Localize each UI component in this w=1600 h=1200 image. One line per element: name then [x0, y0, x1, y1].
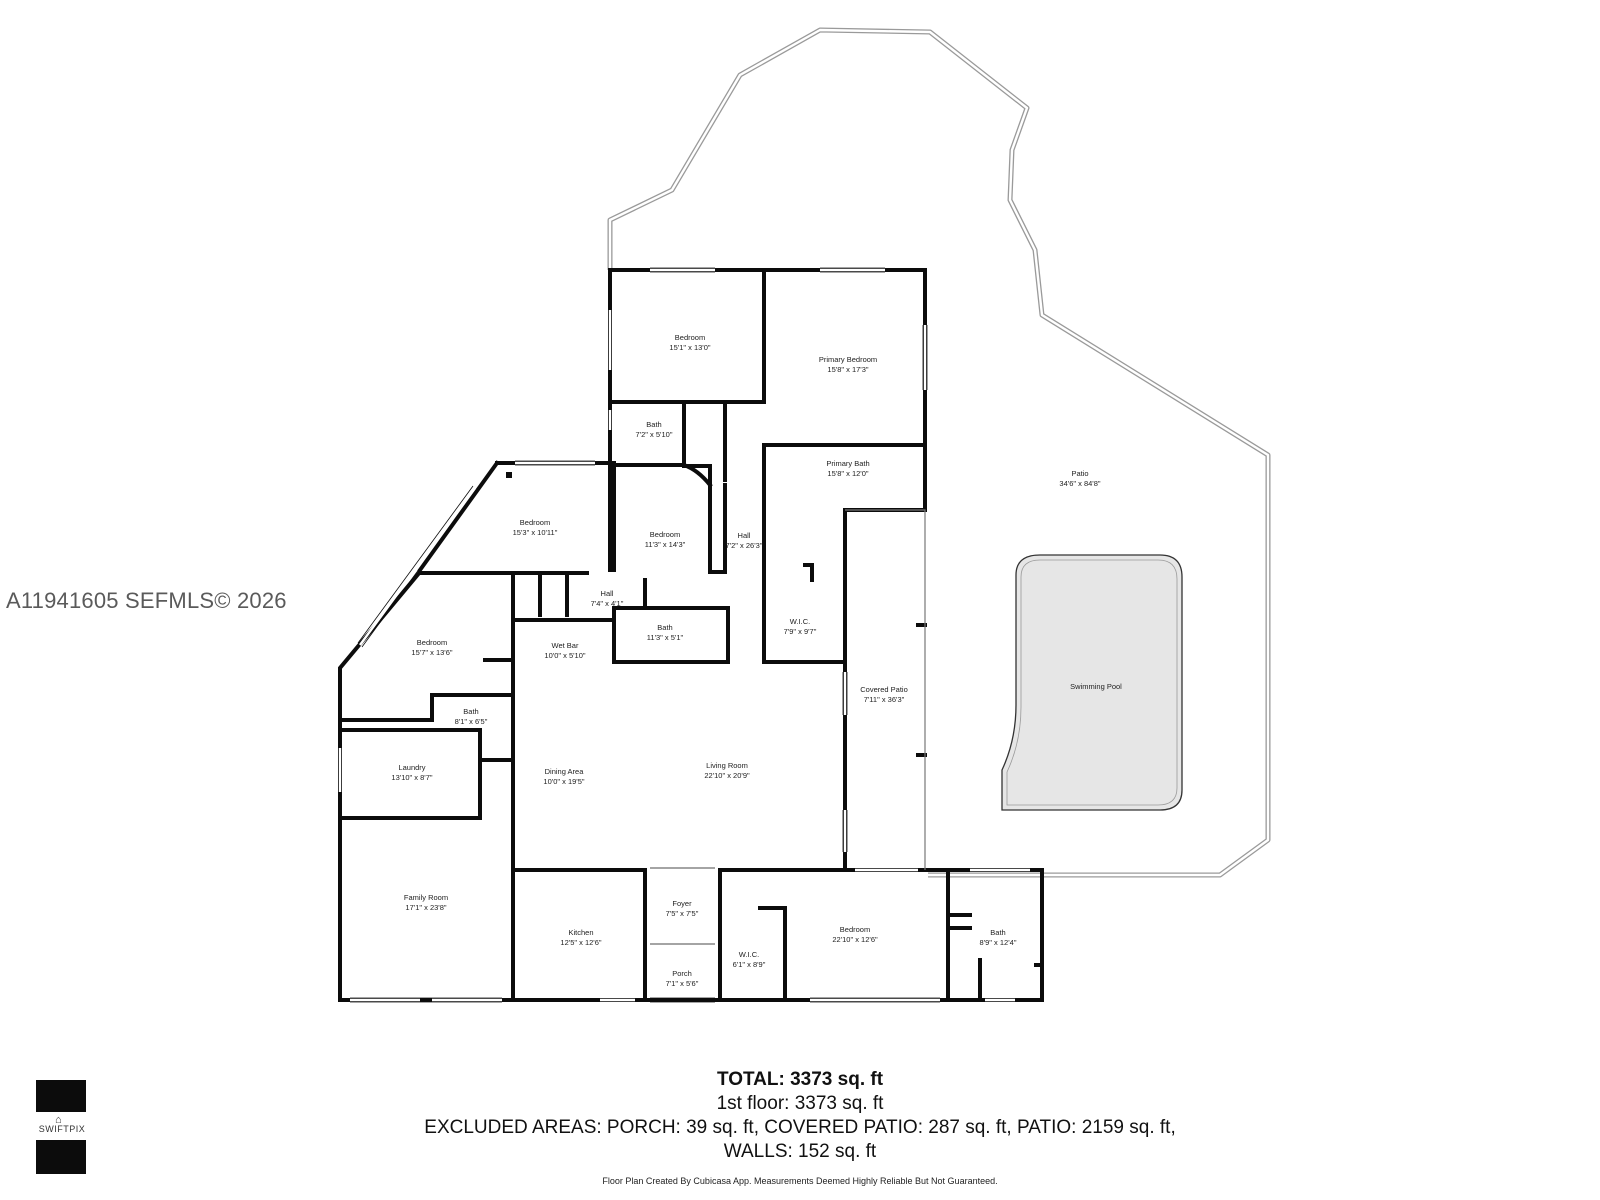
watermark: A11941605 SEFMLS© 2026	[6, 588, 287, 613]
room-dims-dining-area: 10'0" x 19'5"	[543, 777, 584, 786]
room-dims-bedroom-1: 15'1" x 13'0"	[669, 343, 710, 352]
room-dims-foyer: 7'5" x 7'5"	[666, 909, 699, 918]
room-dims-bedroom-3: 11'3" x 14'3"	[645, 540, 686, 549]
room-dims-bath-3: 8'1" x 6'5"	[455, 717, 488, 726]
room-name-kitchen: Kitchen	[568, 928, 593, 937]
swimming-pool-shape	[1001, 554, 1183, 811]
logo-block-top	[36, 1080, 86, 1112]
area-summary: TOTAL: 3373 sq. ft 1st floor: 3373 sq. f…	[0, 1068, 1600, 1164]
room-name-wet-bar: Wet Bar	[552, 641, 579, 650]
room-name-living-room: Living Room	[706, 761, 748, 770]
room-name-bedroom-4: Bedroom	[417, 638, 447, 647]
room-name-bath-3: Bath	[463, 707, 478, 716]
room-dims-bedroom-5: 22'10" x 12'6"	[832, 935, 878, 944]
room-name-porch: Porch	[672, 969, 692, 978]
logo-block-bottom	[36, 1140, 86, 1174]
total-area: TOTAL: 3373 sq. ft	[716, 1069, 884, 1090]
room-dims-primary-bath: 15'8" x 12'0"	[827, 469, 868, 478]
room-name-bedroom-5: Bedroom	[840, 925, 870, 934]
house-lock-icon: ⌂	[55, 1114, 62, 1126]
room-dims-wet-bar: 10'0" x 5'10"	[544, 651, 585, 660]
room-dims-bath-4: 8'9" x 12'4"	[980, 938, 1017, 947]
swiftpix-logo: ⌂ SWIFTPIX	[34, 1114, 90, 1137]
room-dims-laundry: 13'10" x 8'7"	[391, 773, 432, 782]
room-name-bedroom-3: Bedroom	[650, 530, 680, 539]
room-dims-bedroom-2: 15'3" x 10'11"	[513, 528, 558, 537]
room-name-family-room: Family Room	[404, 893, 448, 902]
room-name-hall-2: Hall	[601, 589, 614, 598]
room-dims-covered-patio: 7'11" x 36'3"	[864, 695, 905, 704]
room-dims-living-room: 22'10" x 20'9"	[704, 771, 750, 780]
logo-text: SWIFTPIX	[38, 1124, 86, 1134]
excluded-areas: EXCLUDED AREAS: PORCH: 39 sq. ft, COVERE…	[424, 1117, 1176, 1138]
room-name-patio: Patio	[1071, 469, 1088, 478]
room-name-swimming-pool: Swimming Pool	[1070, 682, 1122, 691]
room-name-hall-1: Hall	[738, 531, 751, 540]
room-dims-hall-2: 7'4" x 4'1"	[591, 599, 624, 608]
room-dims-patio: 34'6" x 84'8"	[1059, 479, 1100, 488]
room-name-bath-1: Bath	[646, 420, 661, 429]
walls-area: WALLS: 152 sq. ft	[723, 1141, 877, 1162]
room-dims-bath-2: 11'3" x 5'1"	[647, 633, 684, 642]
room-dims-family-room: 17'1" x 23'8"	[405, 903, 446, 912]
room-name-wic-1: W.I.C.	[790, 617, 810, 626]
room-name-dining-area: Dining Area	[545, 767, 585, 776]
room-name-bedroom-1: Bedroom	[675, 333, 705, 342]
room-dims-primary-bedroom: 15'8" x 17'3"	[827, 365, 868, 374]
room-name-primary-bedroom: Primary Bedroom	[819, 355, 877, 364]
room-name-bath-4: Bath	[990, 928, 1005, 937]
room-name-wic-2: W.I.C.	[739, 950, 759, 959]
room-name-primary-bath: Primary Bath	[826, 459, 869, 468]
room-dims-porch: 7'1" x 5'6"	[666, 979, 699, 988]
room-dims-kitchen: 12'5" x 12'6"	[560, 938, 601, 947]
disclaimer: Floor Plan Created By Cubicasa App. Meas…	[602, 1176, 998, 1186]
room-name-laundry: Laundry	[398, 763, 425, 772]
room-name-bedroom-2: Bedroom	[520, 518, 550, 527]
room-dims-wic-2: 6'1" x 8'9"	[733, 960, 766, 969]
floor-area: 1st floor: 3373 sq. ft	[716, 1093, 884, 1114]
room-dims-bedroom-4: 15'7" x 13'6"	[411, 648, 452, 657]
windows	[338, 268, 1030, 1002]
room-dims-wic-1: 7'9" x 9'7"	[784, 627, 817, 636]
room-name-bath-2: Bath	[657, 623, 672, 632]
room-dims-hall-1: 7'2" x 26'3"	[726, 541, 763, 550]
room-name-foyer: Foyer	[672, 899, 692, 908]
room-name-covered-patio: Covered Patio	[860, 685, 908, 694]
walls	[338, 268, 1044, 1002]
room-dims-bath-1: 7'2" x 5'10"	[636, 430, 673, 439]
